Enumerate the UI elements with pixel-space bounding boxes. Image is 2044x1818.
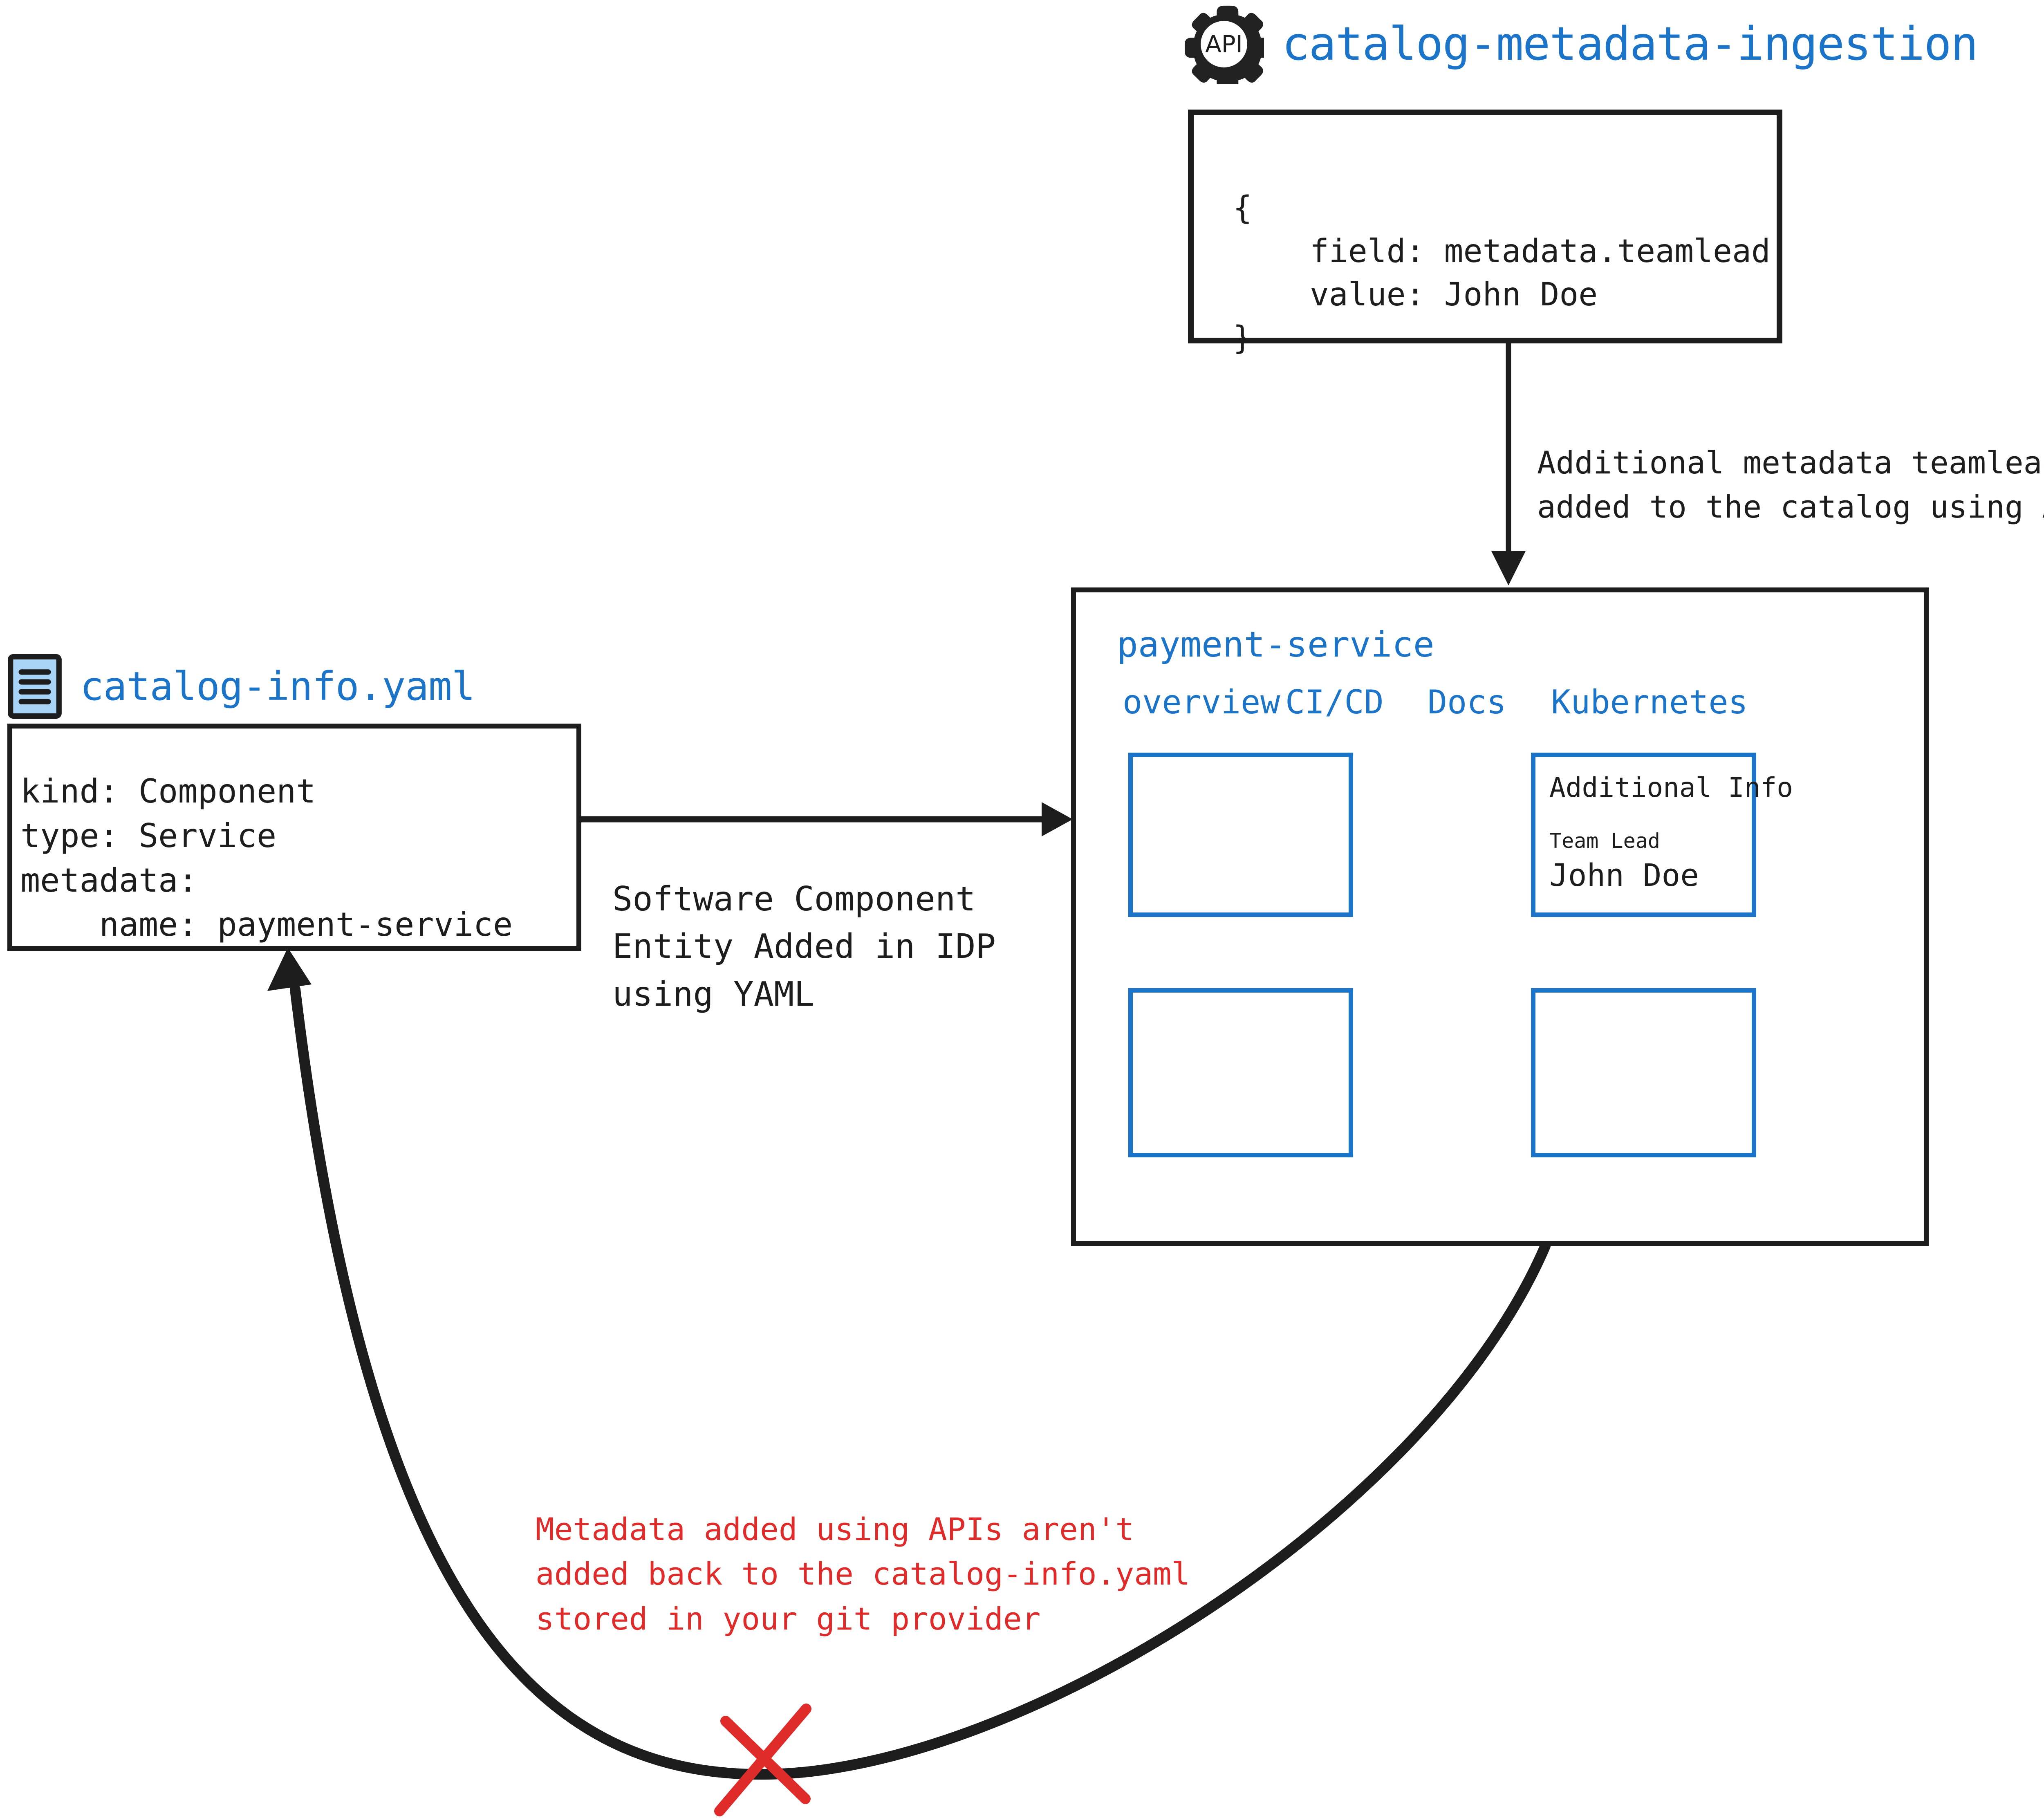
- yaml-to-entity-arrow: [580, 802, 1073, 836]
- empty-card-right[interactable]: [1531, 988, 1756, 1157]
- tab-cicd[interactable]: CI/CD: [1285, 683, 1384, 721]
- entity-panel-tabs: overview CI/CD Docs Kubernetes: [1117, 683, 1889, 728]
- additional-info-title: Additional Info: [1549, 772, 1793, 803]
- api-flow-label: Additional metadata teamlead added to th…: [1537, 444, 2044, 525]
- tab-overview[interactable]: overview: [1123, 683, 1280, 721]
- tab-docs[interactable]: Docs: [1428, 683, 1506, 721]
- yaml-source-header: catalog-info.yaml: [7, 654, 475, 719]
- yaml-source-title: catalog-info.yaml: [80, 664, 475, 709]
- sync-warning-text: Metadata added using APIs aren't added b…: [536, 1511, 1190, 1637]
- additional-info-card[interactable]: Additional Info Team Lead John Doe: [1531, 753, 1793, 917]
- entity-panel-title: payment-service: [1117, 624, 1434, 665]
- yaml-code-box: kind: Component type: Service metadata: …: [7, 724, 581, 951]
- overview-card[interactable]: [1128, 753, 1353, 917]
- yaml-code-content: kind: Component type: Service metadata: …: [20, 772, 513, 944]
- api-gear-icon: API: [1184, 4, 1264, 84]
- team-lead-value: John Doe: [1549, 857, 1699, 893]
- yaml-flow-label: Software Component Entity Added in IDP u…: [612, 880, 996, 1014]
- tab-kubernetes[interactable]: Kubernetes: [1551, 683, 1748, 721]
- api-payload-code: { field: metadata.teamlead, value: John …: [1233, 190, 1790, 357]
- api-source-title: catalog-metadata-ingestion: [1282, 18, 1978, 71]
- red-cross-mark: [714, 1704, 811, 1816]
- empty-card-left[interactable]: [1128, 988, 1353, 1157]
- document-icon: [7, 654, 62, 719]
- entity-panel: payment-service overview CI/CD Docs Kube…: [1071, 587, 1929, 1246]
- team-lead-label: Team Lead: [1549, 829, 1660, 853]
- api-gear-icon-label: API: [1205, 30, 1243, 58]
- api-to-entity-arrow: [1491, 343, 1526, 585]
- api-source-header: API catalog-metadata-ingestion: [1184, 4, 1978, 84]
- api-payload-box: { field: metadata.teamlead, value: John …: [1188, 110, 1790, 356]
